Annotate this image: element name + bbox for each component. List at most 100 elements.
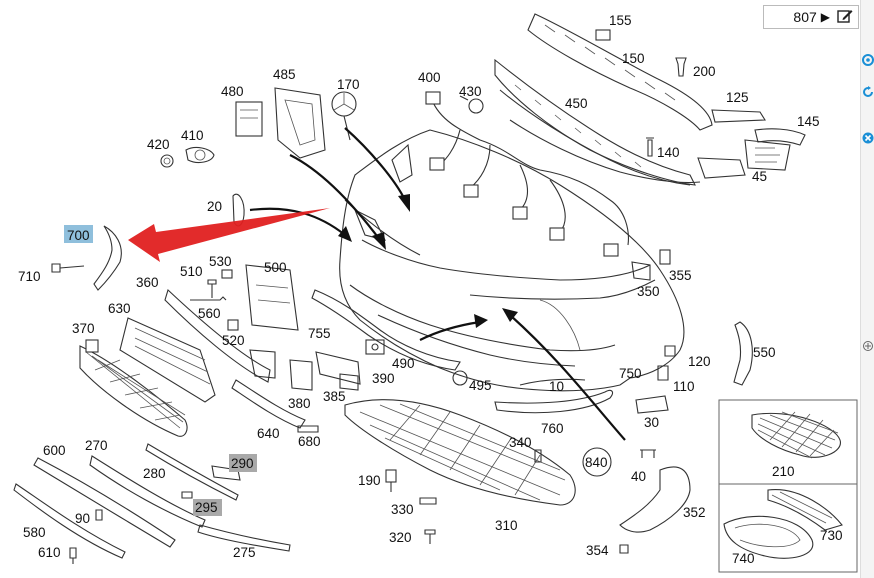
label-140: 140: [657, 145, 680, 160]
part-530-nut: [221, 269, 233, 279]
part-755-bracket: [315, 351, 361, 385]
part-10-bumper-cover: [339, 129, 685, 392]
highlight-700: [64, 225, 93, 243]
part-320-screw: [424, 529, 436, 544]
label-630: 630: [108, 301, 131, 316]
label-270: 270: [85, 438, 108, 453]
label-90: 90: [75, 511, 90, 526]
label-700: 700: [67, 228, 90, 243]
part-500-plate: [245, 264, 299, 331]
part-120-clip: [664, 345, 676, 357]
part-450-carrier: [494, 58, 701, 186]
part-710-clip: [51, 263, 85, 273]
arrow-right-icon: ▶: [820, 10, 830, 24]
label-750: 750: [619, 366, 642, 381]
part-90-screw: [95, 509, 103, 521]
right-toolbar: [860, 0, 874, 578]
part-295-screw: [181, 491, 193, 499]
part-330-clip: [419, 497, 437, 505]
part-630-grille-frame: [119, 317, 216, 403]
label-410: 410: [181, 128, 204, 143]
label-380: 380: [288, 396, 311, 411]
part-410-sensor: [185, 146, 215, 164]
part-700-grille-trim: [93, 225, 122, 291]
label-530: 530: [209, 254, 232, 269]
label-400: 400: [418, 70, 441, 85]
label-354: 354: [586, 543, 609, 558]
part-760-strip: [519, 378, 586, 386]
label-495: 495: [469, 378, 492, 393]
part-355-clip: [659, 249, 671, 265]
label-10: 10: [549, 379, 564, 394]
label-500: 500: [264, 260, 287, 275]
red-arrow: [128, 208, 330, 262]
part-140-pin: [646, 137, 654, 157]
pointer-arrows: [249, 127, 626, 441]
label-485: 485: [273, 67, 296, 82]
label-730: 730: [820, 528, 843, 543]
part-340-screw: [534, 449, 542, 463]
part-510-screw: [207, 279, 217, 298]
part-385-bracket: [339, 373, 359, 391]
part-45-bracket: [697, 157, 746, 179]
part-840-grille: [582, 447, 612, 477]
label-155: 155: [609, 13, 632, 28]
label-760: 760: [541, 421, 564, 436]
label-640: 640: [257, 426, 280, 441]
label-320: 320: [389, 530, 412, 545]
refresh-icon[interactable]: [862, 86, 874, 98]
label-145: 145: [797, 114, 820, 129]
part-170-emblem: [331, 91, 357, 141]
label-480: 480: [221, 84, 244, 99]
part-560-bolt: [190, 296, 227, 301]
circle-arrow-icon[interactable]: [862, 54, 874, 66]
label-360: 360: [136, 275, 159, 290]
part-125-bracket: [711, 109, 766, 123]
label-20: 20: [207, 199, 222, 214]
part-420-ring: [160, 154, 174, 168]
label-210: 210: [772, 464, 795, 479]
part-200-bolt: [675, 57, 687, 77]
part-520-clip: [227, 319, 239, 331]
label-755: 755: [308, 326, 331, 341]
label-275: 275: [233, 545, 256, 560]
part-352-bracket: [619, 466, 691, 533]
target-icon[interactable]: [862, 340, 874, 352]
label-280: 280: [143, 466, 166, 481]
part-485-bracket: [274, 87, 326, 159]
part-480-module: [235, 101, 263, 137]
cross-icon[interactable]: [862, 132, 874, 144]
label-200: 200: [693, 64, 716, 79]
label-450: 450: [565, 96, 588, 111]
part-275-strip: [197, 524, 291, 552]
inset-box-730-740: [718, 483, 858, 573]
label-125: 125: [726, 90, 749, 105]
part-110-clip: [657, 365, 669, 381]
label-45: 45: [752, 169, 767, 184]
label-30: 30: [644, 415, 659, 430]
part-370-grille: [79, 339, 188, 437]
reference-number: 807: [793, 9, 817, 25]
part-210-grille-insert: [751, 411, 841, 459]
edit-icon[interactable]: [837, 8, 853, 24]
label-40: 40: [631, 469, 646, 484]
highlight-290: [229, 454, 257, 472]
label-520: 520: [222, 333, 245, 348]
part-550-bracket: [733, 321, 753, 386]
label-340: 340: [509, 435, 532, 450]
part-30-cap: [635, 395, 669, 414]
part-610-screw: [69, 547, 77, 564]
part-640-strip: [231, 379, 306, 429]
label-420: 420: [147, 137, 170, 152]
label-110: 110: [673, 379, 695, 394]
label-430: 430: [459, 84, 482, 99]
label-560: 560: [198, 306, 221, 321]
part-490-trim: [311, 289, 461, 371]
part-360-bracket: [164, 288, 276, 383]
label-170: 170: [337, 77, 360, 92]
part-380-bracket: [289, 359, 313, 391]
label-350: 350: [637, 284, 660, 299]
part-350-bracket: [631, 261, 651, 281]
label-490: 490: [392, 356, 415, 371]
